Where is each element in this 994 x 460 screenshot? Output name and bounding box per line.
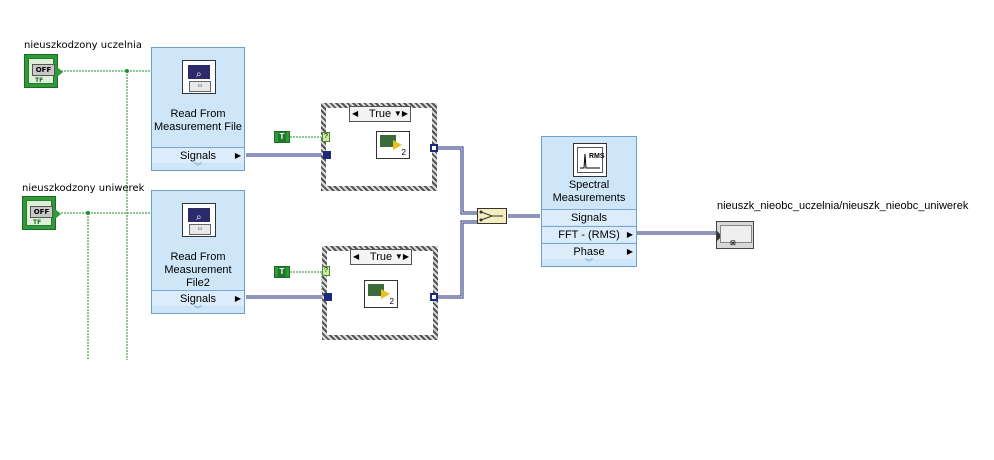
terminal-label: FFT - (RMS) xyxy=(558,229,620,241)
selector-left-icon: ◀ xyxy=(353,252,360,261)
amplifier-icon xyxy=(381,289,390,299)
terminal-label: Signals xyxy=(179,150,217,162)
terminal-arrow-icon: ▶ xyxy=(234,294,241,303)
terminal-arrow-icon: ▶ xyxy=(234,151,241,160)
terminal-label: Signals xyxy=(570,212,608,224)
output-arrow-icon xyxy=(57,67,63,77)
signal-subvi-1[interactable]: 2 xyxy=(376,131,410,159)
merge-signals-node[interactable] xyxy=(477,208,507,224)
tf-type-label: TF xyxy=(35,77,44,84)
selector-label: True xyxy=(368,108,392,120)
terminal-arrow-icon: ▶ xyxy=(626,247,633,256)
control-label-uniwerek: nieuszkodzony uniwerek xyxy=(22,183,145,194)
signals-output-terminal[interactable]: Signals ▶ xyxy=(152,290,244,306)
control-face: OFF TF xyxy=(26,200,53,226)
signal-subvi-2[interactable]: 2 xyxy=(364,280,398,308)
input-arrow-icon xyxy=(717,231,722,241)
expand-chevron-icon[interactable]: ︾ xyxy=(194,305,202,314)
output-arrow-icon xyxy=(55,209,61,219)
true-constant-2[interactable]: T xyxy=(274,266,290,278)
graph-display xyxy=(720,225,752,243)
input-tunnel xyxy=(323,151,331,159)
rms-icon-text: RMS xyxy=(589,153,605,160)
switch-off-label: OFF xyxy=(30,206,53,218)
selector-label: True xyxy=(369,251,393,263)
indicator-label: nieuszk_nieobc_uczelnia/nieuszk_nieobc_u… xyxy=(717,200,969,212)
tf-type-label: TF xyxy=(33,219,42,226)
signals-input-terminal[interactable]: Signals xyxy=(542,209,636,225)
case-selector-terminal-icon[interactable]: ? xyxy=(322,266,330,276)
boolean-control-uczelnia[interactable]: OFF TF xyxy=(24,54,63,88)
input-tunnel xyxy=(324,293,332,301)
fft-rms-output-terminal[interactable]: FFT - (RMS) ▶ xyxy=(542,226,636,242)
terminal-label: Signals xyxy=(179,293,217,305)
spectrum-icon xyxy=(580,153,600,169)
phase-output-terminal[interactable]: Phase ▶ xyxy=(542,243,636,259)
terminal-label: Phase xyxy=(573,246,605,258)
expand-chevron-icon[interactable]: ︾ xyxy=(194,162,202,171)
output-tunnel xyxy=(430,293,438,301)
subvi-number: 2 xyxy=(389,297,394,306)
true-constant-1[interactable]: T xyxy=(274,131,290,143)
expand-chevron-icon[interactable]: ︾ xyxy=(585,258,593,267)
waveform-icon xyxy=(380,135,396,147)
case-selector-2[interactable]: ◀ True ▼▶ xyxy=(350,249,412,265)
amplifier-icon xyxy=(393,140,402,150)
boolean-control-uniwerek[interactable]: OFF TF xyxy=(22,196,61,230)
selector-dropdown-icon: ▼▶ xyxy=(393,109,408,118)
read-file-icon: ⌕▭ xyxy=(182,203,216,237)
vi-title: Read From Measurement File2 xyxy=(164,251,232,289)
output-tunnel xyxy=(430,144,438,152)
selector-left-icon: ◀ xyxy=(352,109,359,118)
spectral-measurements-vi[interactable]: RMS Spectral Measurements Signals FFT - … xyxy=(541,136,637,267)
selector-dropdown-icon: ▼▶ xyxy=(394,252,409,261)
spectral-icon: RMS xyxy=(573,143,607,177)
signals-output-terminal[interactable]: Signals ▶ xyxy=(152,147,244,163)
read-measurement-file2-vi[interactable]: ⌕▭ Read From Measurement File2 Signals ▶… xyxy=(151,190,245,314)
graph-type-icon: ⊠ xyxy=(730,240,736,247)
terminal-arrow-icon: ▶ xyxy=(626,230,633,239)
read-file-icon: ⌕▭ xyxy=(182,60,216,94)
case-selector-terminal-icon[interactable]: ? xyxy=(322,132,330,142)
control-label-uczelnia: nieuszkodzony uczelnia xyxy=(24,40,143,51)
merge-icon xyxy=(479,210,503,222)
subvi-number: 2 xyxy=(401,148,406,157)
switch-off-label: OFF xyxy=(32,64,55,76)
control-face: OFF TF xyxy=(28,58,55,84)
read-measurement-file-vi[interactable]: ⌕▭ Read From Measurement File Signals ▶ … xyxy=(151,47,245,171)
waveform-graph-indicator[interactable]: ⊠ xyxy=(716,221,754,249)
constant-label: T xyxy=(278,132,286,142)
case-selector-1[interactable]: ◀ True ▼▶ xyxy=(349,106,411,122)
vi-title: Read From Measurement File xyxy=(153,108,243,133)
constant-label: T xyxy=(278,267,286,277)
vi-title: Spectral Measurements xyxy=(552,179,626,204)
waveform-icon xyxy=(368,284,384,296)
